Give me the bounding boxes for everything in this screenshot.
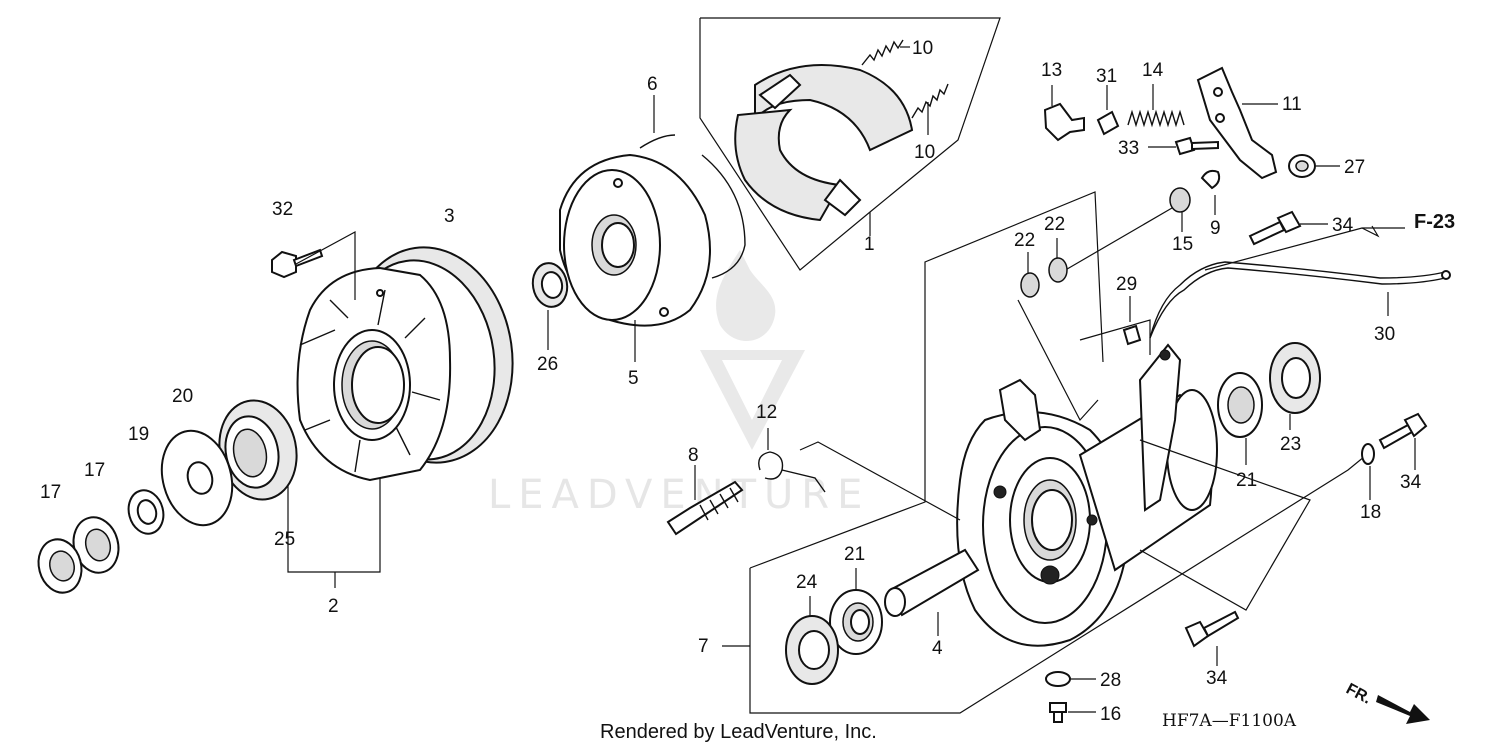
callout-33: 33 [1118, 138, 1139, 159]
callout-labels: 1 2 3 4 5 6 7 8 9 10 10 11 12 13 14 15 1… [40, 38, 1422, 725]
callout-20: 20 [172, 386, 193, 407]
brake-arm-group [1017, 66, 1451, 422]
callout-8: 8 [688, 445, 699, 466]
panel-group [531, 95, 746, 362]
callout-15: 15 [1172, 234, 1193, 255]
callout-10-top: 10 [912, 38, 933, 59]
callout-18: 18 [1360, 502, 1381, 523]
brake-shoe-group [699, 17, 1001, 271]
callout-4: 4 [932, 638, 943, 659]
callout-22-left: 22 [1014, 230, 1035, 251]
callout-11: 11 [1282, 94, 1302, 115]
callout-23: 23 [1280, 434, 1301, 455]
callout-2: 2 [328, 596, 339, 617]
diagram-code: HF7A—F1100A [1162, 711, 1297, 731]
callout-27: 27 [1344, 157, 1365, 178]
watermark: LEADVENTURE [488, 250, 870, 518]
callout-26: 26 [537, 354, 558, 375]
section-reference: F-23 [1414, 211, 1455, 233]
callout-34-bottom: 34 [1206, 668, 1228, 689]
callout-28: 28 [1100, 670, 1121, 691]
direction-label: FR. [1343, 681, 1374, 708]
callout-21-upper: 21 [1236, 470, 1257, 491]
callout-34-right: 34 [1400, 472, 1422, 493]
callout-10-bottom: 10 [914, 142, 935, 163]
front-direction-arrow: FR. [1343, 681, 1430, 724]
callout-9: 9 [1210, 218, 1221, 239]
callout-25: 25 [274, 529, 295, 550]
callout-14: 14 [1142, 60, 1164, 81]
callout-29: 29 [1116, 274, 1137, 295]
callout-24: 24 [796, 572, 818, 593]
callout-19: 19 [128, 424, 149, 445]
callout-3: 3 [444, 206, 455, 227]
drum-group [37, 230, 514, 594]
callout-7: 7 [698, 636, 709, 657]
backplate-group [666, 191, 1428, 723]
callout-21-lower: 21 [844, 544, 865, 565]
callout-31: 31 [1096, 66, 1117, 87]
footer-credit: Rendered by LeadVenture, Inc. [600, 721, 877, 743]
callout-30: 30 [1374, 324, 1395, 345]
watermark-text: LEADVENTURE [488, 472, 870, 518]
callout-5: 5 [628, 368, 639, 389]
callout-12: 12 [756, 402, 777, 423]
callout-32: 32 [272, 199, 293, 220]
callout-16: 16 [1100, 704, 1121, 725]
callout-17-right: 17 [84, 460, 105, 481]
callout-34-top: 34 [1332, 215, 1354, 236]
callout-1: 1 [864, 234, 875, 255]
callout-22-right: 22 [1044, 214, 1065, 235]
callout-17-left: 17 [40, 482, 61, 503]
bolt-32 [271, 230, 356, 300]
callout-13: 13 [1041, 60, 1062, 81]
callout-6: 6 [647, 74, 658, 95]
